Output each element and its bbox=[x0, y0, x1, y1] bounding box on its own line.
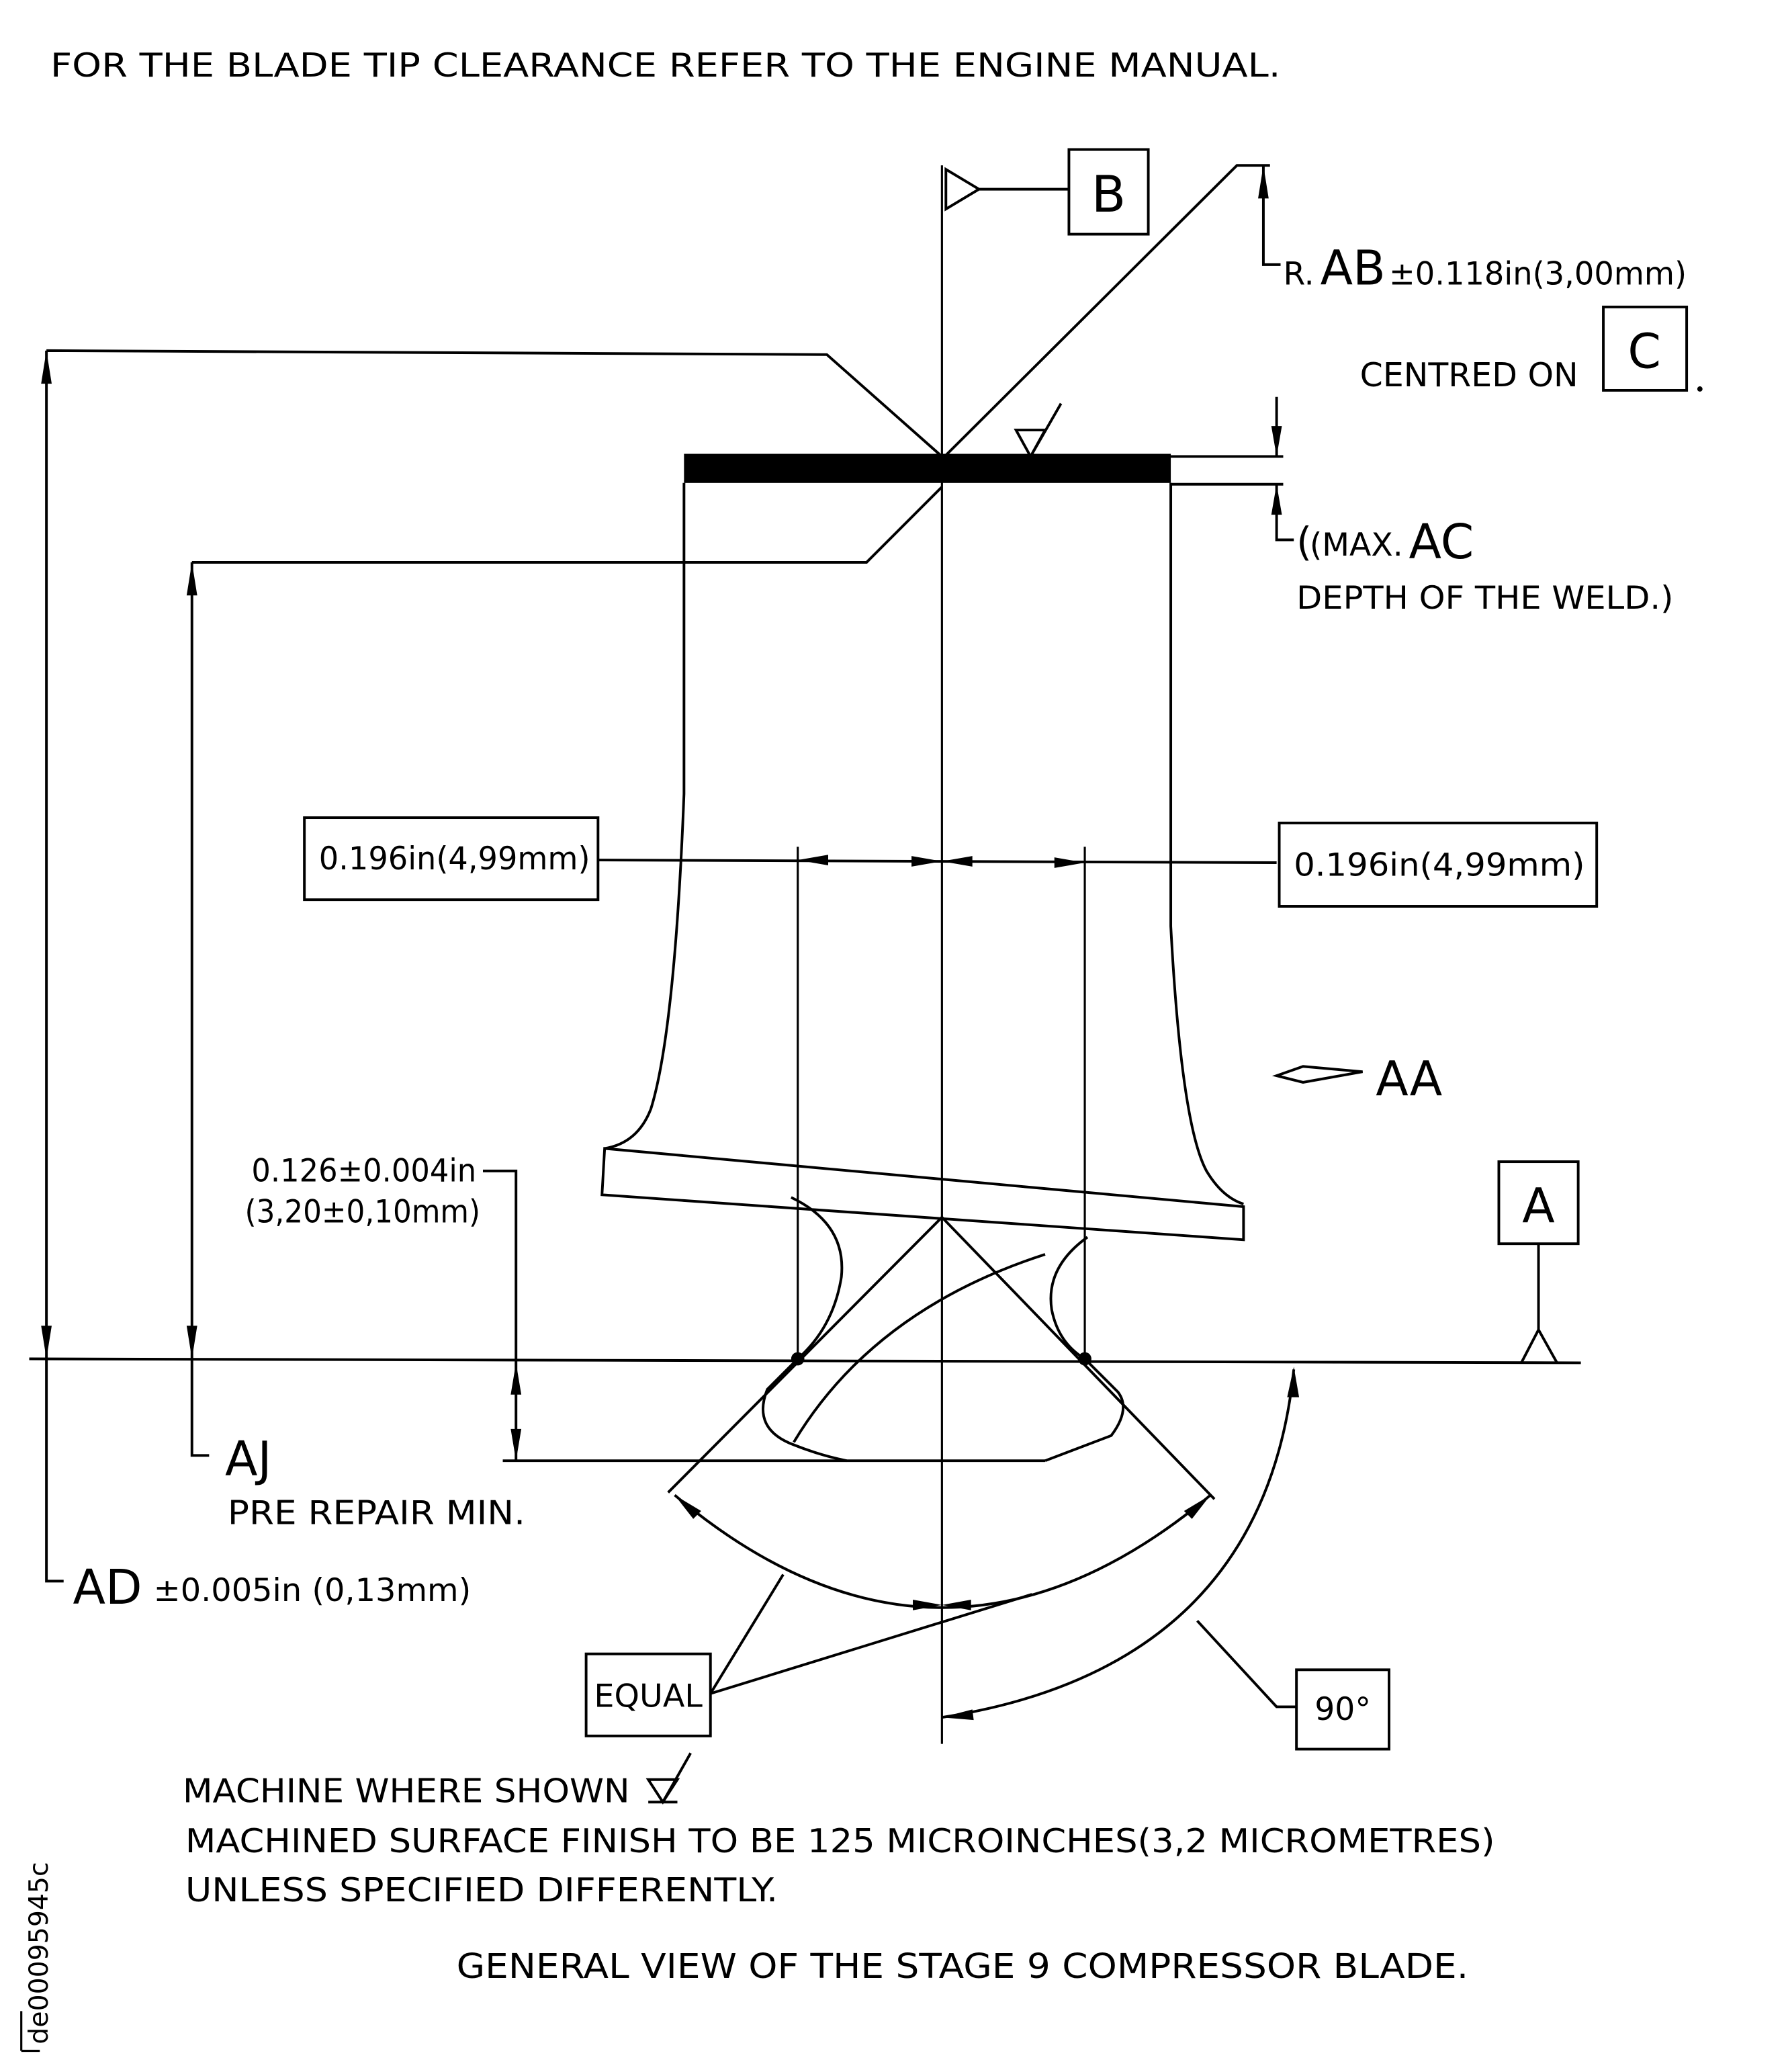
svg-text:EQUAL: EQUAL bbox=[594, 1678, 703, 1715]
platform-dim-in: 0.126±0.004in bbox=[251, 1153, 476, 1190]
datum-c: C bbox=[1602, 305, 1703, 392]
aj-note: PRE REPAIR MIN. bbox=[228, 1494, 525, 1533]
svg-text:R.: R. bbox=[1283, 255, 1314, 292]
ad-label: AD ±0.005in (0,13mm) bbox=[73, 1559, 472, 1615]
svg-text:0.196in(4,99mm): 0.196in(4,99mm) bbox=[1294, 847, 1584, 884]
view-arrow-label: AA bbox=[1376, 1051, 1442, 1107]
weld-note: ( (MAX. AC DEPTH OF THE WELD.) bbox=[1296, 514, 1673, 617]
svg-text:±0.005in (0,13mm): ±0.005in (0,13mm) bbox=[154, 1572, 472, 1609]
svg-text:AC: AC bbox=[1409, 514, 1474, 570]
weld-depth-dimension bbox=[942, 396, 1294, 542]
right-angle-arc bbox=[942, 1369, 1296, 1719]
id-corner-mark bbox=[20, 2011, 40, 2053]
root-curve bbox=[793, 1253, 1046, 1443]
svg-text:AD: AD bbox=[73, 1559, 142, 1615]
aj-label: AJ bbox=[225, 1431, 271, 1487]
radius-note: R. AB ±0.118in(3,00mm) bbox=[1283, 240, 1687, 296]
equal-leaders bbox=[709, 1573, 1032, 1695]
svg-text:0.196in(4,99mm): 0.196in(4,99mm) bbox=[319, 840, 590, 877]
width-right-box: 0.196in(4,99mm) bbox=[1278, 821, 1599, 908]
svg-text:(: ( bbox=[1296, 519, 1312, 565]
root-fillet-right bbox=[1049, 1236, 1089, 1361]
ad-dimension-line bbox=[45, 349, 943, 1583]
arrow-icon bbox=[1271, 426, 1282, 515]
datum-b: B bbox=[944, 148, 1150, 236]
header-note: FOR THE BLADE TIP CLEARANCE REFER TO THE… bbox=[50, 46, 1280, 85]
width-extension-lines bbox=[797, 847, 1086, 1359]
view-arrow-icon bbox=[1271, 1065, 1363, 1084]
datum-a-line bbox=[29, 1357, 1581, 1365]
blade-platform bbox=[600, 1147, 1245, 1242]
figure-caption: GENERAL VIEW OF THE STAGE 9 COMPRESSOR B… bbox=[457, 1946, 1469, 1987]
equal-angle-arc bbox=[674, 1494, 1212, 1609]
aj-dimension-line bbox=[190, 486, 943, 1457]
arrow-icon bbox=[797, 855, 1085, 868]
svg-text:DEPTH OF THE WELD.): DEPTH OF THE WELD.) bbox=[1296, 580, 1673, 617]
svg-text:AB: AB bbox=[1321, 240, 1386, 296]
arrow-icon bbox=[510, 1363, 522, 1461]
platform-dim-mm: (3,20±0,10mm) bbox=[245, 1194, 481, 1231]
centred-on-label: CENTRED ON bbox=[1360, 355, 1578, 394]
note-machine: MACHINE WHERE SHOWN bbox=[183, 1771, 630, 1810]
weld-deposit bbox=[684, 454, 1171, 483]
blade-leading-edge bbox=[604, 482, 686, 1150]
datum-b-label: B bbox=[1091, 165, 1126, 224]
blade-trailing-edge bbox=[1169, 482, 1244, 1205]
svg-text:C: C bbox=[1627, 323, 1661, 379]
machining-symbol-icon bbox=[1014, 402, 1063, 460]
angle-box: 90° bbox=[1295, 1668, 1390, 1751]
note-unless: UNLESS SPECIFIED DIFFERENTLY. bbox=[185, 1870, 778, 1909]
machining-symbol-icon bbox=[645, 1752, 692, 1805]
svg-text:A: A bbox=[1522, 1178, 1554, 1234]
root-outline bbox=[762, 1358, 1125, 1463]
svg-text:90°: 90° bbox=[1314, 1691, 1371, 1728]
root-fillet-left bbox=[791, 1196, 844, 1360]
note-finish: MACHINED SURFACE FINISH TO BE 125 MICROI… bbox=[185, 1821, 1495, 1860]
svg-text:(MAX.: (MAX. bbox=[1310, 527, 1403, 564]
equal-box: EQUAL bbox=[584, 1652, 712, 1737]
width-left-box: 0.196in(4,99mm) bbox=[303, 816, 600, 902]
figure-id: de00095945c bbox=[24, 1862, 54, 2044]
svg-text:±0.118in(3,00mm): ±0.118in(3,00mm) bbox=[1389, 255, 1687, 292]
flank-lines bbox=[667, 1215, 1216, 1500]
angle-leader bbox=[1196, 1620, 1297, 1709]
arrow-icon bbox=[1258, 165, 1269, 199]
datum-a: A bbox=[1497, 1160, 1580, 1364]
